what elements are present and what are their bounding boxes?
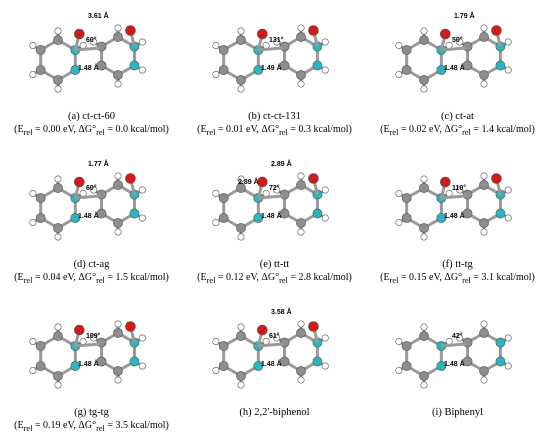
panel-g: 109° 1.48 Å (g) tg-tg (Erel = 0.19 eV, ΔG°r… bbox=[0, 296, 183, 444]
panel-label: (a) ct-ct-60 bbox=[68, 111, 115, 122]
dihedral-label: 131° bbox=[269, 36, 284, 44]
bond-length-label: 1.48 Å bbox=[78, 63, 99, 72]
distance-label: 3.58 Å bbox=[271, 307, 292, 316]
dihedral-label: 42° bbox=[452, 332, 463, 340]
energy-label: (Erel = 0.01 eV, ΔG°rel = 0.3 kcal/mol) bbox=[197, 124, 352, 137]
bond-length-label: 1.48 Å bbox=[78, 211, 99, 220]
panel-label: (d) ct-ag bbox=[73, 259, 110, 270]
distance-label: 1.79 Å bbox=[454, 11, 475, 20]
panel-label: (e) tt-tt bbox=[259, 259, 290, 270]
panel-i: 42° 1.48 Å (i) Biphenyl bbox=[366, 296, 549, 444]
panel-label: (f) tt-tg bbox=[442, 259, 473, 270]
panel-b: 131° 1.49 Å (b) ct-ct-131 (Erel = 0.01 eV, … bbox=[183, 0, 366, 148]
molecule-i: 42° 1.48 Å bbox=[395, 320, 512, 389]
panel-h: 3.58 Å 61° 1.48 Å (h) 2,2'-biphenol bbox=[183, 296, 366, 444]
panel-f: 110° 1.48 Å (f) tt-tg (Erel = 0.15 eV, ΔG°r… bbox=[366, 148, 549, 296]
energy-label: (Erel = 0.02 eV, ΔG°rel = 1.4 kcal/mol) bbox=[380, 124, 535, 137]
dihedral-label: 109° bbox=[86, 332, 101, 340]
panel-a: 3.61 Å 60° 1.48 Å (a) ct-ct-60 (Erel = 0.00 … bbox=[0, 0, 183, 148]
bond-length-label: 1.48 Å bbox=[444, 211, 465, 220]
panel-c: 1.79 Å 50° 1.48 Å (c) ct-at (Erel = 0.02 eV,… bbox=[366, 0, 549, 148]
molecule-e: 2.89 Å 2.89 Å 72° 1.48 Å bbox=[212, 159, 329, 241]
panel-e: 2.89 Å 2.89 Å 72° 1.48 Å (e) tt-tt (Erel = 0.… bbox=[183, 148, 366, 296]
bond-length-label: 1.48 Å bbox=[444, 359, 465, 368]
molecule-c: 1.79 Å 50° 1.48 Å bbox=[395, 11, 512, 93]
molecule-d: 1.77 Å 60° 1.48 Å bbox=[29, 159, 146, 241]
bond-length-label: 1.48 Å bbox=[78, 359, 99, 368]
energy-label: (Erel = 0.00 eV, ΔG°rel = 0.0 kcal/mol) bbox=[14, 124, 169, 137]
panel-d: 1.77 Å 60° 1.48 Å (d) ct-ag (Erel = 0.04 eV,… bbox=[0, 148, 183, 296]
molecule-f: 110° 1.48 Å bbox=[395, 172, 512, 241]
molecule-b: 131° 1.49 Å bbox=[212, 24, 329, 93]
molecule-g: 109° 1.48 Å bbox=[29, 320, 146, 389]
energy-label: (Erel = 0.12 eV, ΔG°rel = 2.8 kcal/mol) bbox=[197, 272, 352, 285]
dihedral-label: 50° bbox=[452, 36, 463, 44]
dihedral-label: 60° bbox=[86, 36, 97, 44]
energy-label: (Erel = 0.19 eV, ΔG°rel = 3.5 kcal/mol) bbox=[14, 420, 169, 433]
bond-length-label: 1.49 Å bbox=[261, 63, 282, 72]
panel-label: (b) ct-ct-131 bbox=[248, 111, 301, 122]
dihedral-label: 60° bbox=[86, 184, 97, 192]
energy-label: (Erel = 0.04 eV, ΔG°rel = 1.5 kcal/mol) bbox=[14, 272, 169, 285]
molecule-a: 3.61 Å 60° 1.48 Å bbox=[29, 11, 146, 93]
panel-label: (g) tg-tg bbox=[74, 407, 109, 418]
distance-label: 1.77 Å bbox=[88, 159, 109, 168]
panel-label: (c) ct-at bbox=[441, 111, 474, 122]
bond-length-label: 1.48 Å bbox=[261, 359, 282, 368]
molecule-h: 3.58 Å 61° 1.48 Å bbox=[212, 307, 329, 389]
energy-label: (Erel = 0.15 eV, ΔG°rel = 3.1 kcal/mol) bbox=[380, 272, 535, 285]
panel-label: (h) 2,2'-biphenol bbox=[239, 407, 310, 418]
panel-label: (i) Biphenyl bbox=[431, 407, 484, 418]
bond-length-label: 1.48 Å bbox=[444, 63, 465, 72]
dihedral-label: 61° bbox=[269, 332, 280, 340]
dihedral-label: 72° bbox=[269, 184, 280, 192]
distance-label-2: 2.89 Å bbox=[238, 177, 259, 186]
distance-label: 3.61 Å bbox=[88, 11, 109, 20]
bond-length-label: 1.48 Å bbox=[261, 211, 282, 220]
distance-label: 2.89 Å bbox=[271, 159, 292, 168]
dihedral-label: 110° bbox=[452, 184, 466, 192]
